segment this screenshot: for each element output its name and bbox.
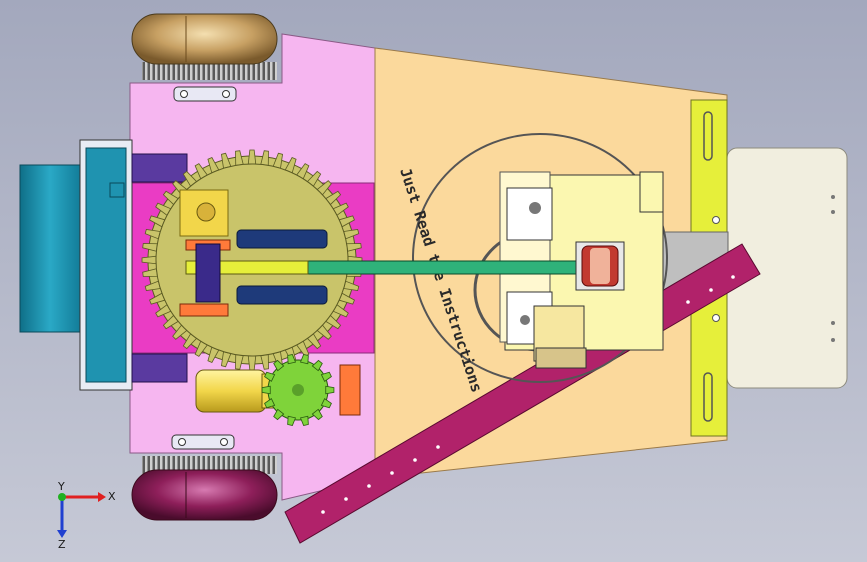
bracket-slots [703,111,713,422]
bottom-wheel[interactable] [131,456,278,521]
mount-bracket-bottom [171,434,235,450]
gear-tooth [299,353,309,365]
gear-tooth [261,385,271,395]
gear-tooth [273,408,285,421]
bracket-holes [712,216,720,322]
gear-tooth [311,359,323,372]
triad-z-label: Z [58,538,66,551]
triad-x-label: X [108,490,116,503]
gear-tooth [325,385,335,395]
base-board-holes [831,195,835,342]
triad-y-label: Y [57,480,65,493]
gear-tooth [264,371,276,382]
mount-bracket-top [173,86,237,102]
servo-block [533,305,587,369]
coil-assembly [575,241,625,291]
gear-tooth [141,255,157,265]
purple-blocks [131,153,188,383]
gear-tooth [299,415,309,427]
main-gear[interactable] [141,149,363,371]
gear-tooth [273,359,285,372]
gear-tooth [247,355,257,371]
gear-tooth [247,149,257,165]
top-wheel[interactable] [131,13,278,80]
arm-holes [321,275,735,514]
gear-hub-parts [179,189,328,317]
gear-tooth [287,415,297,427]
small-gear[interactable] [261,353,335,427]
gear-tooth [320,398,332,409]
drive-motor[interactable] [19,139,133,391]
coordinate-triad: X Y Z [57,480,116,551]
gear-tooth [311,408,323,421]
gear-tooth [287,353,297,365]
gear-tooth [320,371,332,382]
gear-tooth [264,398,276,409]
